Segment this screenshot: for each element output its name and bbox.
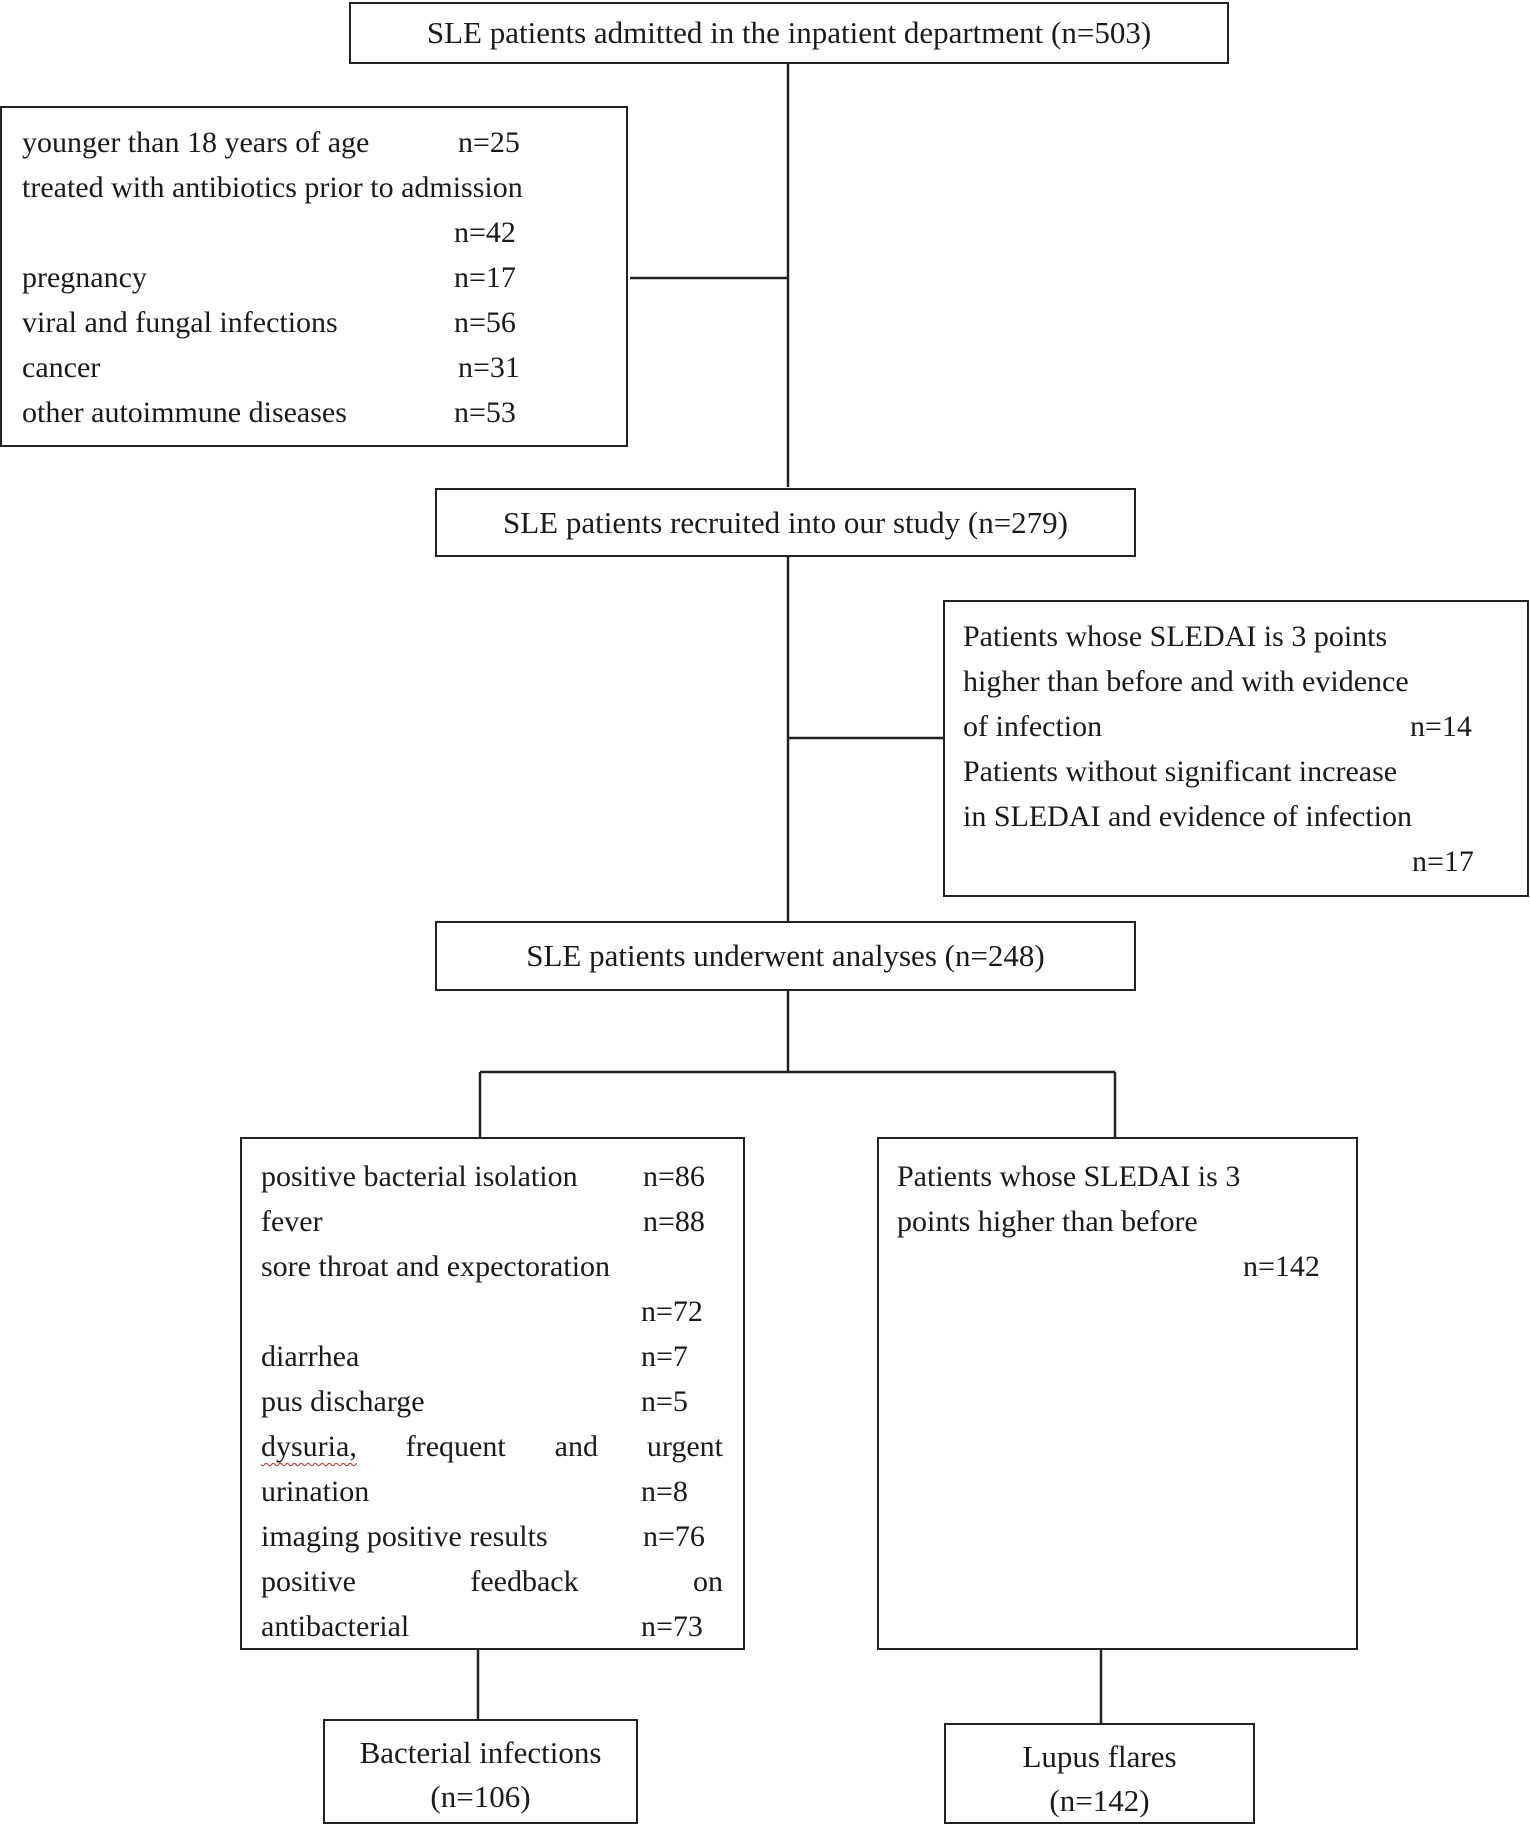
criteria-justified-row: dysuria, frequent and urgent bbox=[261, 1424, 723, 1469]
criteria-justified-row: positive feedback on bbox=[261, 1559, 723, 1604]
exclusion-count: n=25 bbox=[458, 126, 520, 159]
exclusion-row: n=42 bbox=[22, 210, 626, 255]
exclusion-count: n=56 bbox=[454, 306, 516, 339]
outcome-count: (n=106) bbox=[430, 1779, 531, 1814]
excluded-count: n=14 bbox=[1410, 710, 1472, 743]
exclusion-row: viral and fungal infections n=56 bbox=[22, 300, 626, 345]
exclusion-row: pregnancy n=17 bbox=[22, 255, 626, 300]
exclusion-row: cancer n=31 bbox=[22, 345, 626, 390]
lupus-flares-box: Lupus flares (n=142) bbox=[944, 1723, 1255, 1824]
criteria-label: imaging positive results bbox=[261, 1520, 548, 1553]
criteria-label: antibacterial bbox=[261, 1610, 410, 1643]
exclusion-criteria-box: younger than 18 years of age n=25 treate… bbox=[0, 106, 628, 447]
criteria-count: n=8 bbox=[641, 1475, 688, 1508]
post-recruitment-exclusion-box: Patients whose SLEDAI is 3 points higher… bbox=[943, 600, 1529, 897]
criteria-word: on bbox=[692, 1565, 723, 1598]
exclusion-row: other autoimmune diseases n=53 bbox=[22, 390, 626, 435]
criteria-count: n=73 bbox=[641, 1610, 703, 1643]
criteria-label: sore throat and expectoration bbox=[261, 1250, 611, 1283]
criteria-label: diarrhea bbox=[261, 1340, 360, 1373]
exclusion-label: pregnancy bbox=[22, 261, 147, 294]
criteria-count: n=7 bbox=[641, 1340, 688, 1373]
flare-line: points higher than before bbox=[897, 1205, 1198, 1238]
criteria-label: fever bbox=[261, 1205, 323, 1238]
exclusion-label: younger than 18 years of age bbox=[22, 126, 370, 159]
admitted-patients-box: SLE patients admitted in the inpatient d… bbox=[349, 2, 1229, 64]
bacterial-infections-box: Bacterial infections (n=106) bbox=[323, 1719, 638, 1824]
admitted-patients-text: SLE patients admitted in the inpatient d… bbox=[426, 15, 1152, 50]
exclusion-count: n=53 bbox=[454, 396, 516, 429]
recruited-patients-box: SLE patients recruited into our study (n… bbox=[435, 488, 1136, 557]
excluded-line: higher than before and with evidence bbox=[963, 665, 1409, 698]
outcome-title: Lupus flares bbox=[1022, 1739, 1177, 1774]
criteria-count: n=86 bbox=[643, 1160, 705, 1193]
excluded-line: Patients without significant increase bbox=[963, 755, 1398, 788]
criteria-count: n=72 bbox=[641, 1295, 703, 1328]
outcome-count: (n=142) bbox=[1049, 1783, 1150, 1818]
criteria-word: dysuria, bbox=[261, 1430, 357, 1463]
flare-line: Patients whose SLEDAI is 3 bbox=[897, 1160, 1241, 1193]
excluded-line: of infection bbox=[963, 710, 1103, 743]
excluded-line: in SLEDAI and evidence of infection bbox=[963, 800, 1413, 833]
exclusion-label: other autoimmune diseases bbox=[22, 396, 347, 429]
criteria-count: n=88 bbox=[643, 1205, 705, 1238]
criteria-word: feedback bbox=[470, 1565, 579, 1598]
recruited-patients-text: SLE patients recruited into our study (n… bbox=[502, 505, 1069, 540]
criteria-label: positive bacterial isolation bbox=[261, 1160, 578, 1193]
exclusion-label: cancer bbox=[22, 351, 101, 384]
infection-criteria-box: positive bacterial isolation n=86 fever … bbox=[240, 1137, 745, 1650]
criteria-count: n=76 bbox=[643, 1520, 705, 1553]
criteria-word: positive bbox=[261, 1565, 356, 1598]
criteria-count: n=5 bbox=[641, 1385, 688, 1418]
excluded-count: n=17 bbox=[1412, 845, 1474, 878]
criteria-label: urination bbox=[261, 1475, 370, 1508]
criteria-word: and bbox=[554, 1430, 598, 1463]
exclusion-label: treated with antibiotics prior to admiss… bbox=[22, 171, 523, 204]
criteria-word: frequent bbox=[405, 1430, 506, 1463]
criteria-label: pus discharge bbox=[261, 1385, 425, 1418]
analysis-patients-text: SLE patients underwent analyses (n=248) bbox=[526, 938, 1045, 973]
exclusion-count: n=17 bbox=[454, 261, 516, 294]
flare-criteria-box: Patients whose SLEDAI is 3 points higher… bbox=[877, 1137, 1358, 1650]
exclusion-label: viral and fungal infections bbox=[22, 306, 338, 339]
analysis-patients-box: SLE patients underwent analyses (n=248) bbox=[435, 921, 1136, 991]
exclusion-count: n=42 bbox=[454, 216, 516, 249]
outcome-title: Bacterial infections bbox=[359, 1735, 602, 1770]
excluded-line: Patients whose SLEDAI is 3 points bbox=[963, 620, 1388, 653]
exclusion-count: n=31 bbox=[458, 351, 520, 384]
exclusion-row: younger than 18 years of age n=25 bbox=[22, 120, 626, 165]
criteria-word: urgent bbox=[646, 1430, 723, 1463]
flare-count: n=142 bbox=[1243, 1250, 1320, 1283]
exclusion-row: treated with antibiotics prior to admiss… bbox=[22, 165, 626, 210]
